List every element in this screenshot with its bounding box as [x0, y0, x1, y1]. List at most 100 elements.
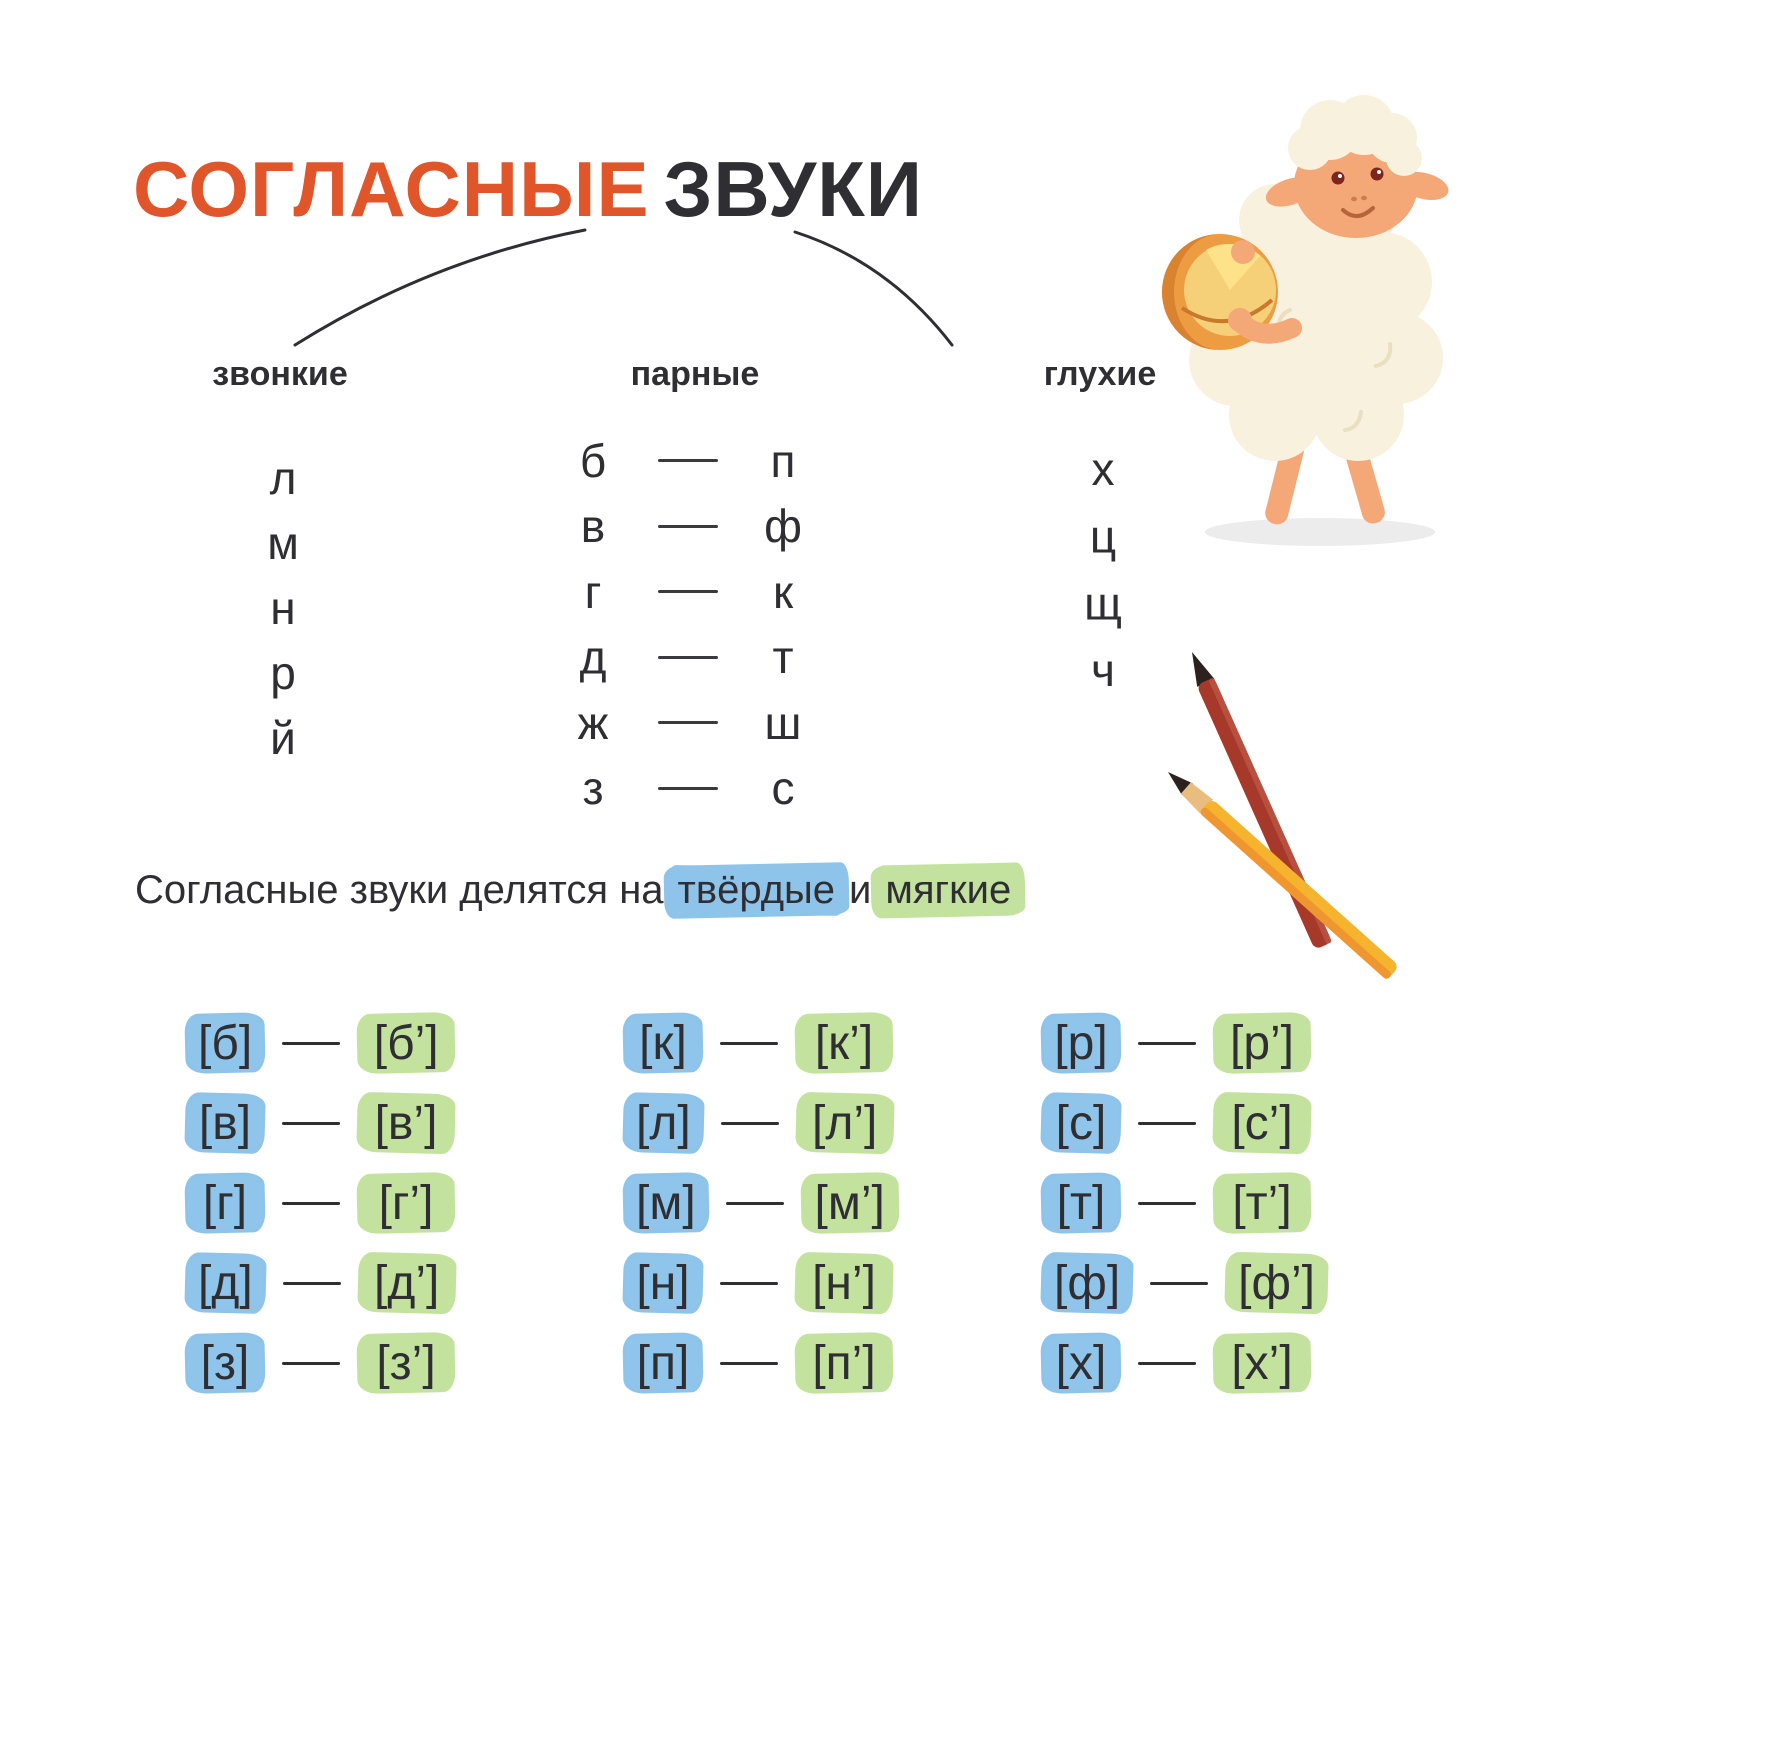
sentence-text: Согласные звуки делятся на — [135, 868, 664, 912]
sheep-illustration — [1162, 95, 1449, 546]
letter: г — [584, 565, 602, 618]
pair-row: [к] [к’] — [628, 1012, 894, 1074]
soft-chip: [в’] — [362, 1092, 450, 1154]
pair-connector-line — [282, 1041, 341, 1045]
sentence-conjunction: и — [849, 868, 872, 912]
pair-connector-line — [658, 524, 718, 528]
hard-chip: [л] — [628, 1092, 699, 1154]
pair-connector-line — [720, 1361, 778, 1365]
pair-connector-line — [282, 1121, 340, 1125]
soft-chip: [х’] — [1218, 1332, 1306, 1394]
pair-connector-line — [1138, 1201, 1196, 1205]
hard-chip: [ф] — [1046, 1252, 1128, 1314]
pair-connector-line — [282, 1361, 340, 1365]
soft-chip: [к’] — [800, 1012, 888, 1074]
hard-chip: [з] — [190, 1332, 260, 1394]
column-header-voiceless: глухие — [1043, 355, 1157, 393]
pair-connector-line — [658, 459, 718, 463]
pair-row: д т — [558, 625, 818, 691]
pair-connector-line — [725, 1201, 784, 1205]
pair-row: [б] [б’] — [190, 1012, 451, 1074]
letter: ш — [764, 696, 802, 749]
letter: п — [770, 434, 796, 487]
pair-connector-line — [1138, 1361, 1196, 1365]
soft-chip: [д’] — [363, 1252, 451, 1314]
pairs-column-3: [р] [р’] [с] [с’] [т] [т’] [ф] [ф’] [х] … — [1046, 1012, 1323, 1412]
pair-connector-line — [720, 1041, 778, 1045]
column-header-voiced: звонкие — [212, 355, 348, 393]
pair-row: [х] [х’] — [1046, 1332, 1323, 1394]
branch-lines — [293, 228, 954, 347]
hard-chip: [к] — [628, 1012, 698, 1074]
pair-connector-line — [658, 721, 718, 725]
hard-chip: [т] — [1046, 1172, 1116, 1234]
pair-row: [г] [г’] — [190, 1172, 451, 1234]
soft-chip: [г’] — [362, 1172, 450, 1234]
letter: б — [579, 434, 607, 487]
hard-chip: [б] — [190, 1012, 260, 1074]
pair-row: [п] [п’] — [628, 1332, 894, 1394]
pair-connector-line — [282, 1201, 340, 1205]
letter: ц — [1089, 510, 1117, 562]
pair-row: ж ш — [558, 690, 818, 756]
letter: щ — [1084, 577, 1122, 629]
letter: л — [269, 452, 297, 504]
pairs-column-1: [б] [б’] [в] [в’] [г] [г’] [д] [д’] [з] … — [190, 1012, 451, 1412]
soft-chip: [з’] — [362, 1332, 450, 1394]
pair-row: [н] [н’] — [628, 1252, 894, 1314]
letter: н — [270, 582, 296, 634]
letter: ф — [764, 500, 802, 553]
pair-connector-line — [1138, 1121, 1196, 1125]
soft-chip: [р’] — [1218, 1012, 1306, 1074]
pair-connector-line — [282, 1281, 341, 1285]
hard-chip: [г] — [190, 1172, 260, 1234]
soft-chip: [л’] — [801, 1092, 889, 1154]
letter: к — [772, 565, 794, 618]
letter: ч — [1091, 644, 1115, 696]
pair-connector-line — [658, 590, 718, 594]
pairs-column-2: [к] [к’] [л] [л’] [м] [м’] [н] [н’] [п] … — [628, 1012, 894, 1412]
pair-connector-line — [1138, 1041, 1196, 1045]
soft-chip: [н’] — [800, 1252, 888, 1314]
pair-row: [ф] [ф’] — [1046, 1252, 1323, 1314]
title-accent: СОГЛАСНЫЕ — [133, 145, 650, 233]
letter: з — [582, 762, 604, 815]
letter: в — [580, 500, 606, 553]
soft-chip: [б’] — [362, 1012, 450, 1074]
pair-row: [в] [в’] — [190, 1092, 451, 1154]
pair-row: [л] [л’] — [628, 1092, 894, 1154]
soft-chip: [п’] — [800, 1332, 888, 1394]
hard-highlight: твёрдые — [670, 865, 843, 916]
hard-chip: [р] — [1046, 1012, 1116, 1074]
pair-connector-line — [658, 786, 718, 790]
pair-connector-line — [720, 1121, 779, 1125]
hard-chip: [д] — [190, 1252, 261, 1314]
letter: ж — [577, 696, 609, 749]
pair-row: в ф — [558, 494, 818, 560]
hard-chip: [х] — [1046, 1332, 1116, 1394]
soft-chip: [м’] — [806, 1172, 894, 1234]
letter: с — [771, 762, 795, 815]
letter: х — [1091, 443, 1115, 495]
letter: м — [267, 517, 299, 569]
pair-row: [з] [з’] — [190, 1332, 451, 1394]
soft-chip: [ф’] — [1230, 1252, 1323, 1314]
soft-highlight: мягкие — [877, 865, 1019, 916]
pair-row: [т] [т’] — [1046, 1172, 1323, 1234]
pair-connector-line — [658, 655, 718, 659]
pair-connector-line — [720, 1281, 778, 1285]
letter: т — [772, 631, 794, 684]
pair-row: з с — [558, 756, 818, 822]
pair-row: [д] [д’] — [190, 1252, 451, 1314]
hard-chip: [н] — [628, 1252, 698, 1314]
hard-chip: [с] — [1046, 1092, 1116, 1154]
paired-letters-list: б п в ф г к д т ж ш з с — [558, 428, 818, 821]
letter: д — [579, 631, 607, 684]
voiced-letters-list: л м н р й — [250, 446, 316, 771]
hard-chip: [п] — [628, 1332, 698, 1394]
soft-chip: [т’] — [1218, 1172, 1306, 1234]
hard-chip: [в] — [190, 1092, 260, 1154]
pair-connector-line — [1150, 1281, 1209, 1285]
